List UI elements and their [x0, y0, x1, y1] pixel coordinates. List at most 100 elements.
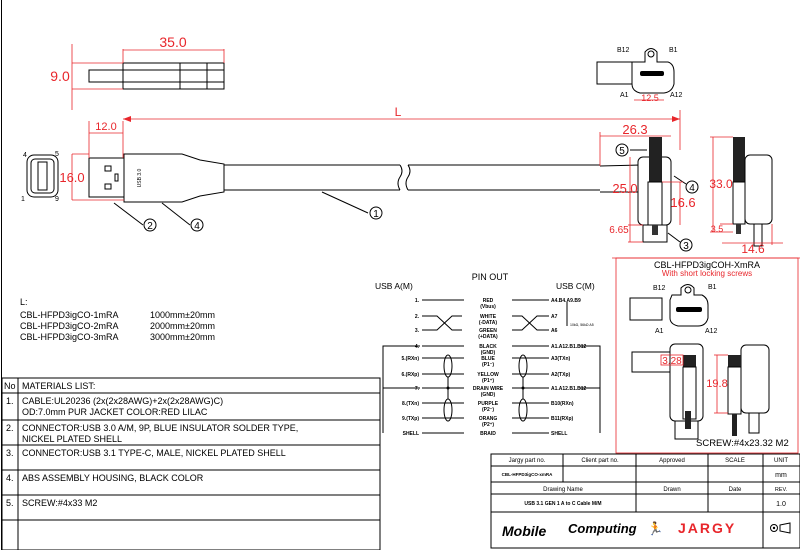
pin-a-label: 8.(TXn) — [402, 401, 419, 407]
pin-a-label: 1. — [415, 298, 420, 304]
material-row: 2.CONNECTOR:USB 3.0 A/M, 9P, BLUE INSULA… — [6, 423, 298, 444]
dimension-6-65: 6.65 — [609, 224, 643, 243]
svg-text:A12: A12 — [705, 328, 718, 335]
svg-text:1: 1 — [373, 209, 379, 220]
wire-color-label: WHITE — [480, 314, 497, 320]
usb-a-side-view: USB 3.0 — [88, 153, 600, 203]
svg-text:SCALE: SCALE — [725, 458, 745, 464]
svg-text:3.28: 3.28 — [662, 356, 682, 367]
pinout-row: 9.(TXp)ORANG(P2⁺)B11(RXp) — [402, 416, 574, 428]
wire-signal-label: (GND) — [481, 392, 496, 398]
svg-text:4: 4 — [689, 183, 695, 194]
usb-c-side-view: 5 4 3 — [599, 137, 699, 252]
svg-text:UNIT: UNIT — [774, 458, 788, 464]
material-no: 4. — [6, 473, 14, 483]
svg-text:L:: L: — [20, 297, 28, 307]
length-list: L: CBL-HFPD3igCO-1mRA 1000mm±20mm CBL-HF… — [20, 297, 215, 342]
pin-a-label: SHELL — [403, 431, 419, 437]
jargy-logo: JARGY — [678, 520, 736, 536]
wire-color-label: DRAIN WIRE — [473, 386, 504, 392]
svg-text:No: No — [4, 381, 16, 391]
wire-signal-label: (+DATA) — [478, 334, 498, 340]
dimension-12: 12.0 — [88, 121, 124, 158]
material-desc-2: OD:7.0mm PUR JACKET COLOR:RED LILAC — [22, 407, 208, 417]
pin-a-label: 6.(RXp) — [402, 372, 420, 378]
pin-c-label: SHELL — [551, 431, 567, 437]
svg-text:PIN OUT: PIN OUT — [472, 272, 509, 282]
callout-1: 1 — [321, 191, 383, 220]
pinout-row: 3.GREEN(+DATA)A6 — [415, 315, 558, 340]
pin-c-label: B10(RXn) — [551, 401, 574, 407]
svg-text:19.8: 19.8 — [706, 378, 727, 390]
svg-text:🏃: 🏃 — [647, 521, 663, 536]
svg-text:Mobile: Mobile — [502, 523, 547, 539]
svg-text:Client part no.: Client part no. — [581, 458, 619, 464]
usb-c-end-view — [732, 137, 773, 247]
svg-text:CBL-HFPD3igCO-1mRA: CBL-HFPD3igCO-1mRA — [20, 310, 119, 320]
material-no: 1. — [6, 396, 14, 406]
pinout-row: 1.RED(Vbus)A4.B4.A9.B9 — [415, 298, 581, 310]
svg-text:9.0: 9.0 — [50, 68, 70, 84]
wire-color-label: ORANG — [479, 416, 498, 422]
wire-color-label: BRAID — [480, 431, 496, 437]
pin-c-label: A1.A12.B1.B12 — [551, 386, 587, 392]
wire-signal-label: (P1⁻) — [482, 362, 494, 368]
callout-4: 4 — [161, 202, 204, 232]
svg-text:USB C(M): USB C(M) — [556, 281, 595, 291]
svg-text:CBL-HFPD3igCO-xmRA: CBL-HFPD3igCO-xmRA — [502, 472, 554, 477]
svg-text:1000mm±20mm: 1000mm±20mm — [150, 310, 215, 320]
svg-text:5: 5 — [619, 146, 625, 157]
pin-a-label: 5.(RXn) — [402, 356, 420, 362]
svg-text:6.65: 6.65 — [609, 225, 629, 236]
material-no: 2. — [6, 423, 14, 433]
pinout-row: 5.(RXn)BLUE(P1⁻)A3(TXn) — [402, 356, 571, 368]
wire-color-label: YELLOW — [477, 372, 499, 378]
dimension-16-6: 16.6 — [662, 181, 696, 225]
svg-text:2000mm±20mm: 2000mm±20mm — [150, 321, 215, 331]
wire-color-label: PURPLE — [478, 401, 499, 407]
usb-c-face-view: B12 B1 A1 A12 12.5 — [596, 47, 683, 103]
dimension-L: L — [123, 105, 681, 150]
locking-screw-variant: CBL-HFPD3igCOH-XmRA With short locking s… — [615, 257, 799, 454]
material-row: 4. ABS ASSEMBLY HOUSING, BLACK COLOR — [6, 473, 204, 483]
material-no: 5. — [6, 498, 14, 508]
dimension-14-6: 14.6 — [722, 224, 783, 256]
pin-c-label: A6 — [551, 328, 558, 334]
dimension-33: 33.0 3.5 — [709, 136, 733, 234]
svg-text:With short locking screws: With short locking screws — [662, 269, 752, 278]
svg-text:B12: B12 — [617, 47, 630, 54]
wire-color-label: BLUE — [481, 356, 495, 362]
svg-text:CBL-HFPD3igCO-3mRA: CBL-HFPD3igCO-3mRA — [20, 332, 119, 342]
svg-text:CBL-HFPD3igCO-2mRA: CBL-HFPD3igCO-2mRA — [20, 321, 119, 331]
wire-color-label: BLACK — [479, 344, 497, 350]
svg-text:USB 3.0: USB 3.0 — [137, 168, 143, 187]
svg-text:2: 2 — [147, 221, 153, 232]
wire-signal-label: (P2⁻) — [482, 407, 494, 413]
dimension-9: 9.0 — [50, 44, 123, 110]
title-block: Jargy part no. Client part no. Approved … — [490, 453, 800, 549]
pin-a-label: 4. — [415, 344, 420, 350]
usb-a-face-view: 4 5 1 9 — [21, 151, 59, 203]
pinout-row: SHELL BRAID SHELL — [403, 431, 568, 437]
svg-text:Computing: Computing — [568, 521, 637, 536]
svg-text:L: L — [395, 105, 402, 119]
svg-text:MATERIALS LIST:: MATERIALS LIST: — [22, 381, 95, 391]
svg-text:33.0: 33.0 — [709, 177, 733, 191]
dimension-25: 25.0 — [612, 157, 638, 242]
svg-text:CBL-HFPD3igCOH-XmRA: CBL-HFPD3igCOH-XmRA — [654, 260, 760, 270]
callout-2: 2 — [113, 202, 157, 232]
pin-a-label: 3. — [415, 328, 420, 334]
svg-text:4: 4 — [23, 152, 27, 159]
pinout-row: 4.BLACK(GND)A1.A12.B1.B12 — [415, 344, 587, 356]
wire-signal-label: (P2⁺) — [482, 422, 494, 428]
svg-text:16.0: 16.0 — [59, 170, 84, 185]
material-desc: SCREW:#4x33 M2 — [22, 498, 97, 508]
svg-text:Drawing Name: Drawing Name — [543, 487, 583, 493]
svg-text:1: 1 — [21, 196, 25, 203]
dimension-26-3: 26.3 — [599, 122, 671, 166]
pinout-row: 6.(RXp)YELLOW(P1⁺)A2(TXp) — [402, 372, 571, 384]
svg-text:SCREW:#4x23.32 M2: SCREW:#4x23.32 M2 — [696, 438, 789, 449]
material-desc: ABS ASSEMBLY HOUSING, BLACK COLOR — [22, 473, 204, 483]
material-desc: CONNECTOR:USB 3.1 TYPE-C, MALE, NICKEL P… — [22, 448, 286, 458]
svg-text:USB 3.1 GEN 1 A to C Cable M/M: USB 3.1 GEN 1 A to C Cable M/M — [524, 501, 601, 507]
